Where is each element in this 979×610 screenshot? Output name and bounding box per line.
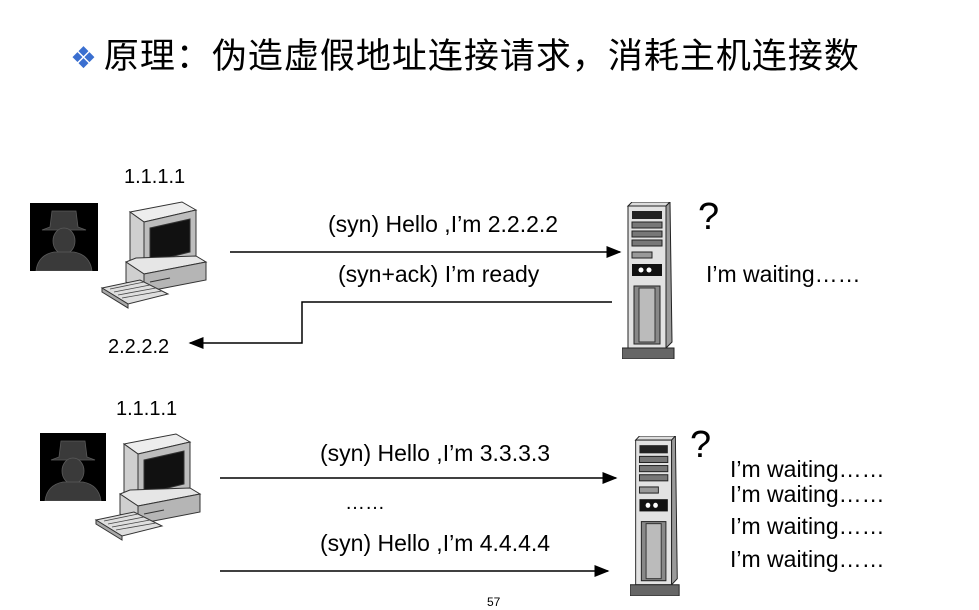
hacker-icon <box>40 433 106 501</box>
slide-title: ❖原理：伪造虚假地址连接请求，消耗主机连接数 <box>70 28 860 79</box>
page-number: 57 <box>487 595 501 609</box>
server-question-mark: ? <box>698 196 720 238</box>
synack-message-label: (syn+ack) I’m ready <box>338 261 540 287</box>
attacker-ip-label-2: 1.1.1.1 <box>116 398 178 420</box>
hacker-icon <box>30 203 98 271</box>
synack-arrow-1 <box>188 301 612 349</box>
server-waiting-label-2a: I’m waiting…… <box>730 456 885 482</box>
syn-message-label-2: (syn) Hello ,I’m 3.3.3.3 <box>320 440 551 466</box>
syn-message-label-3: (syn) Hello ,I’m 4.4.4.4 <box>320 530 551 556</box>
server-waiting-label-2b: I’m waiting…… <box>730 481 885 507</box>
server-waiting-label-2c: I’m waiting…… <box>730 513 885 539</box>
syn-message-label: (syn) Hello ,I’m 2.2.2.2 <box>328 211 559 237</box>
tower-server-icon <box>630 436 680 596</box>
spoofed-ip-label: 2.2.2.2 <box>108 336 170 358</box>
attacker-ip-label: 1.1.1.1 <box>124 166 186 188</box>
server-question-mark-2: ? <box>690 424 712 466</box>
tower-server-icon <box>622 202 675 359</box>
server-waiting-label-2d: I’m waiting…… <box>730 546 885 572</box>
desktop-computer-icon <box>94 433 202 541</box>
diamond-bullet-icon: ❖ <box>70 41 98 76</box>
desktop-computer-icon <box>100 201 208 309</box>
ellipsis-label: …… <box>345 492 385 514</box>
slide-title-text: 原理：伪造虚假地址连接请求，消耗主机连接数 <box>103 37 860 77</box>
server-waiting-label: I’m waiting…… <box>706 261 861 287</box>
